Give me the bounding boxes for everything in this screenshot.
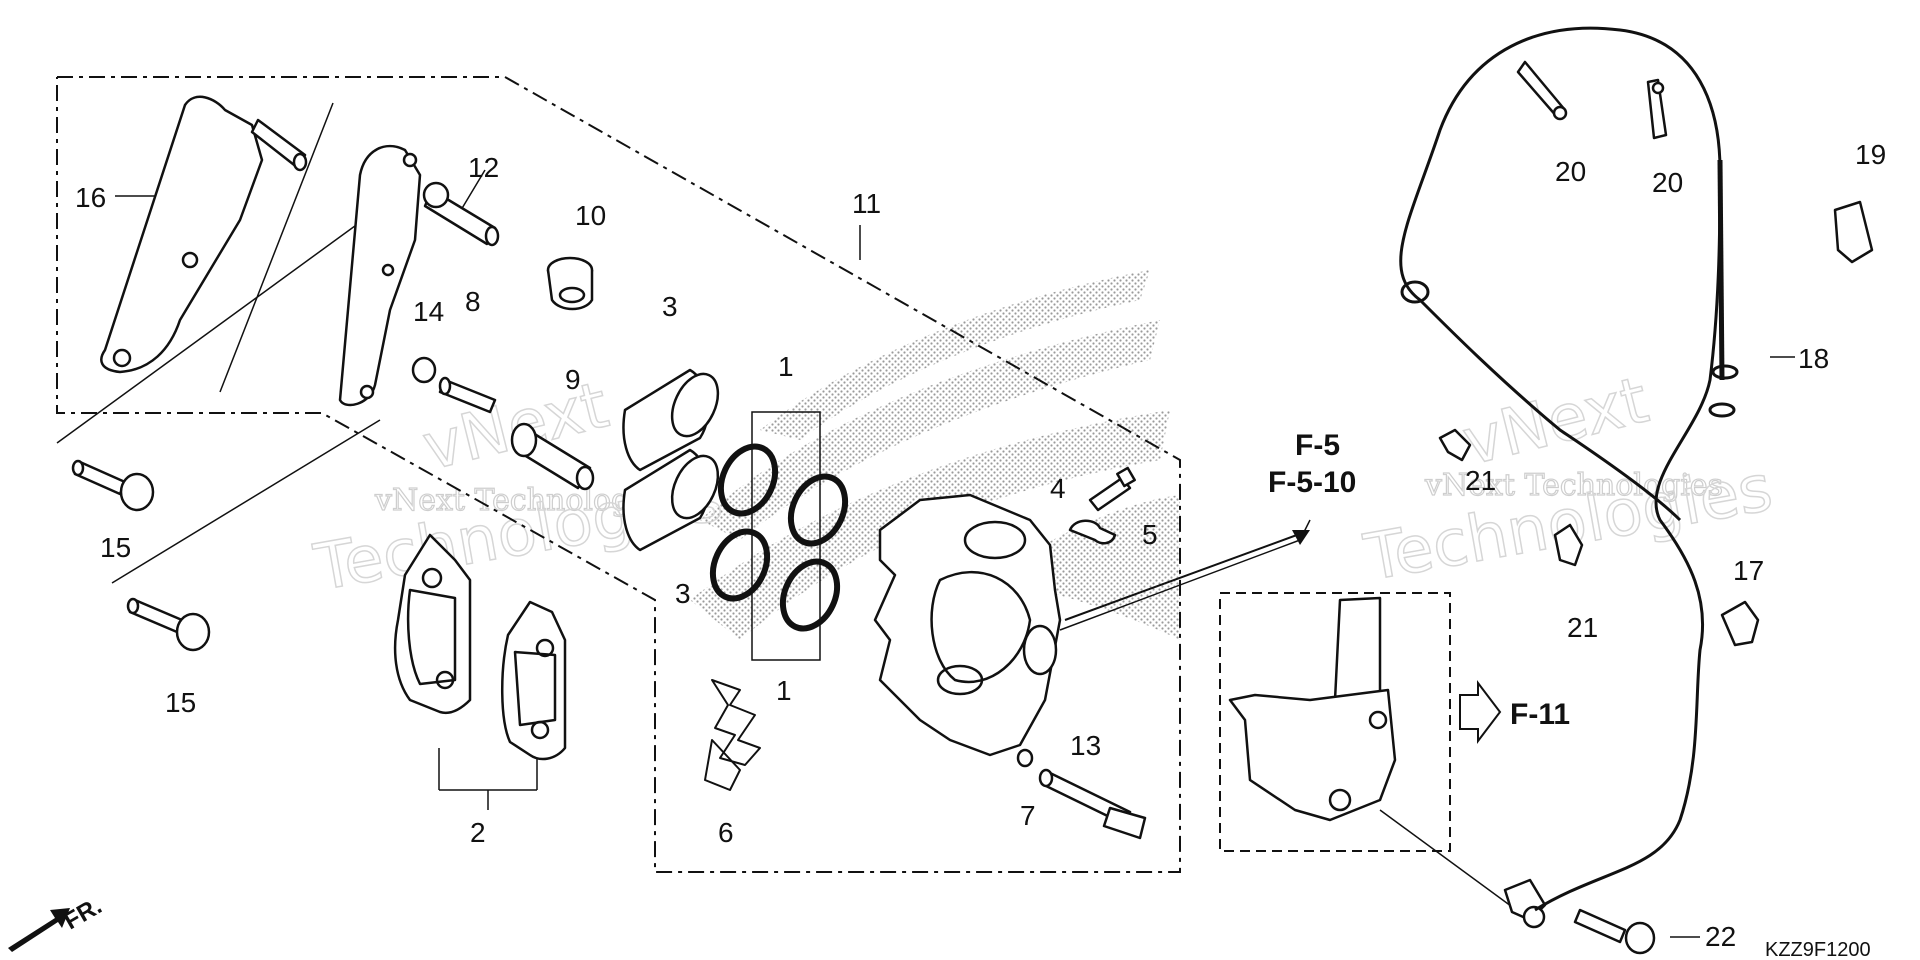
- reference-f11: F-11: [1510, 698, 1570, 731]
- bleeder-8: [438, 376, 497, 414]
- piston-3a: [622, 368, 720, 472]
- bolt-15b: [126, 597, 211, 652]
- sensor-cable: [1399, 26, 1739, 912]
- part-label-5: 5: [1142, 519, 1158, 550]
- brake-pad-a: [393, 533, 472, 715]
- part-labels: 16 12 10 11 14 8 9 3 3 1 1 2 6 4 5 7 13 …: [75, 139, 1886, 952]
- bolt-4: [1088, 466, 1136, 512]
- caliper-body-11: [873, 493, 1062, 757]
- clip-21b: [1553, 523, 1584, 567]
- part-label-15-bottom: 15: [165, 687, 196, 718]
- part-label-20-left: 20: [1555, 156, 1586, 187]
- part-label-4: 4: [1050, 473, 1066, 504]
- reference-arrow-f11: [1459, 680, 1502, 744]
- part-label-19: 19: [1855, 139, 1886, 170]
- background-wing-pattern: [690, 270, 1180, 640]
- part-label-1-top: 1: [778, 351, 794, 382]
- assembly-boundary-lines: [56, 76, 1181, 873]
- grommet-19: [1833, 200, 1874, 264]
- diagram-code: KZZ9F1200: [1765, 939, 1871, 960]
- clip-21a: [1438, 428, 1472, 462]
- pin-13: [1038, 768, 1147, 840]
- front-direction-arrow: [8, 908, 70, 952]
- bolt-15a: [71, 459, 155, 512]
- leader-lines: [56, 102, 1795, 938]
- pin-9: [510, 422, 595, 491]
- brake-pad-b: [500, 600, 567, 761]
- pad-spring-6: [704, 679, 761, 791]
- part-label-21-bottom: 21: [1567, 612, 1598, 643]
- part-label-2: 2: [470, 817, 486, 848]
- ring-14: [411, 356, 437, 384]
- part-label-18: 18: [1798, 343, 1829, 374]
- reference-f5: F-5: [1295, 429, 1340, 462]
- bracket-16: [100, 95, 308, 374]
- part-label-13: 13: [1070, 730, 1101, 761]
- bleeder-cap-10: [546, 256, 594, 311]
- part-label-21-top: 21: [1465, 465, 1496, 496]
- parts: [71, 60, 1874, 955]
- part-label-9: 9: [565, 364, 581, 395]
- part-label-15-top: 15: [100, 532, 131, 563]
- part-label-17: 17: [1733, 555, 1764, 586]
- part-label-11: 11: [852, 188, 881, 219]
- front-direction-label: FR.: [60, 892, 107, 935]
- watermark-brand-right-1: vNext: [1456, 363, 1655, 480]
- reference-arrow-f5: [1064, 530, 1310, 621]
- watermark-text-right: vNext Technologies: [1424, 468, 1723, 503]
- abs-inset-box: [1219, 592, 1451, 852]
- part-label-8: 8: [465, 286, 481, 317]
- seals-1: [709, 443, 849, 632]
- part-label-10: 10: [575, 200, 606, 231]
- part-label-12: 12: [468, 152, 499, 183]
- clip-17: [1720, 600, 1760, 647]
- part-label-22: 22: [1705, 921, 1736, 952]
- clip-5: [1068, 519, 1117, 545]
- wheel-speed-sensor: [1503, 878, 1547, 929]
- bolt-22: [1573, 908, 1656, 955]
- part-label-1-bottom: 1: [776, 675, 792, 706]
- part-label-7: 7: [1020, 800, 1036, 831]
- bracket-12: [338, 144, 500, 407]
- part-label-16: 16: [75, 182, 106, 213]
- part-label-14: 14: [413, 296, 444, 327]
- part-label-6: 6: [718, 817, 734, 848]
- reference-f5-10: F-5-10: [1268, 466, 1356, 499]
- piston-3b: [622, 448, 720, 552]
- part-label-20-right: 20: [1652, 167, 1683, 198]
- ring-7: [1016, 748, 1034, 768]
- clamp-20a: [1516, 60, 1568, 121]
- clamp-20b: [1646, 78, 1668, 140]
- fork-leg: [1228, 596, 1397, 822]
- part-label-3-bottom: 3: [675, 578, 691, 609]
- part-label-3-top: 3: [662, 291, 678, 322]
